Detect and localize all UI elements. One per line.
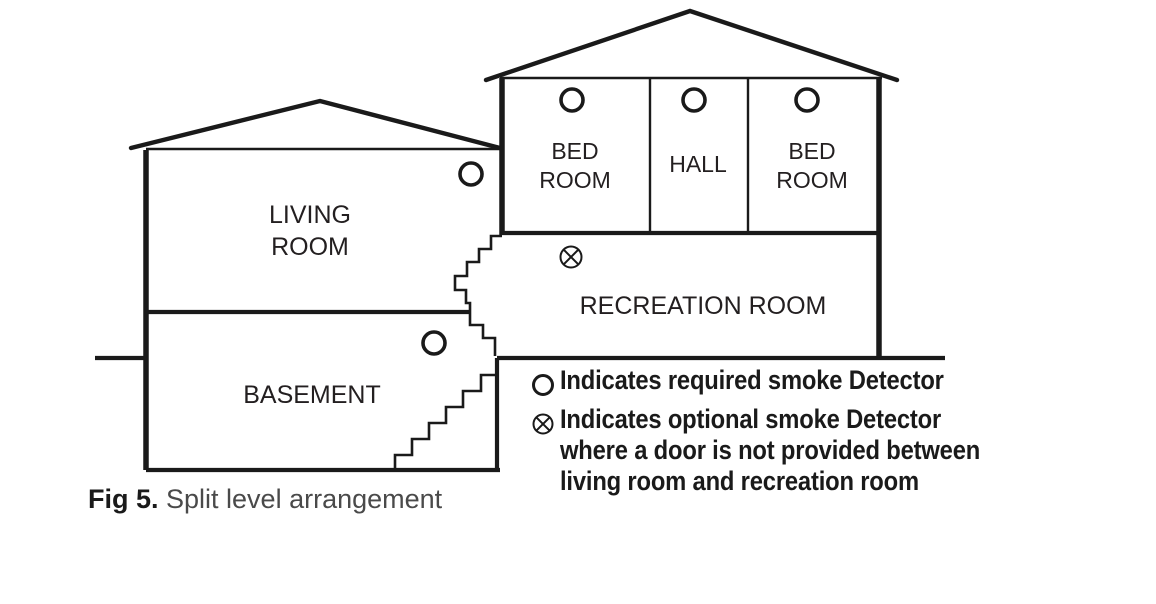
left-roof <box>128 98 503 151</box>
detector-bedroom-right-icon <box>794 87 820 113</box>
legend-item-required: Indicates required smoke Detector <box>530 365 1150 398</box>
detector-bedroom-left-icon <box>559 87 585 113</box>
figure-number: Fig 5. <box>88 484 159 514</box>
right-roof <box>483 8 900 83</box>
legend-required-detector-icon <box>530 365 560 398</box>
label-living-room-line1: LIVING <box>269 201 351 229</box>
upper-staircase-steps-up <box>453 234 502 312</box>
label-bedroom-right-line2: ROOM <box>776 167 848 193</box>
label-bedroom-right-line1: BED <box>788 138 835 164</box>
right-roof-gable <box>483 8 900 83</box>
upper-floor-structure <box>499 76 882 358</box>
legend-item-optional: Indicates optional smoke Detector where … <box>530 404 1150 497</box>
figure-caption-text: Split level arrangement <box>158 484 443 514</box>
basement-staircase <box>393 373 495 469</box>
left-house-structure <box>143 147 500 473</box>
label-bedroom-left-line1: BED <box>551 138 598 164</box>
legend: Indicates required smoke Detector Indica… <box>530 365 1150 503</box>
plan-detectors <box>421 87 820 356</box>
label-basement: BASEMENT <box>243 381 381 409</box>
label-recreation-room: RECREATION ROOM <box>580 292 827 320</box>
label-hall: HALL <box>669 151 727 177</box>
legend-required-detector-text: Indicates required smoke Detector <box>560 365 944 395</box>
room-labels: LIVING ROOM BED ROOM HALL BED ROOM RECRE… <box>243 138 848 409</box>
upper-staircase-steps-down <box>468 312 497 356</box>
detector-living-room-icon <box>458 161 484 187</box>
upper-staircase <box>453 234 502 356</box>
legend-optional-detector-text: Indicates optional smoke Detector where … <box>560 404 981 496</box>
detector-hall-icon <box>681 87 707 113</box>
label-living-room-line2: ROOM <box>271 233 349 261</box>
figure-caption: Fig 5. Split level arrangement <box>88 484 442 515</box>
legend-optional-detector-icon <box>530 404 560 437</box>
detector-basement-icon <box>421 330 447 356</box>
detector-recreation-room-icon <box>559 245 583 269</box>
label-bedroom-left-line2: ROOM <box>539 167 611 193</box>
left-roof-gable <box>128 98 503 151</box>
basement-staircase-steps <box>393 373 495 469</box>
